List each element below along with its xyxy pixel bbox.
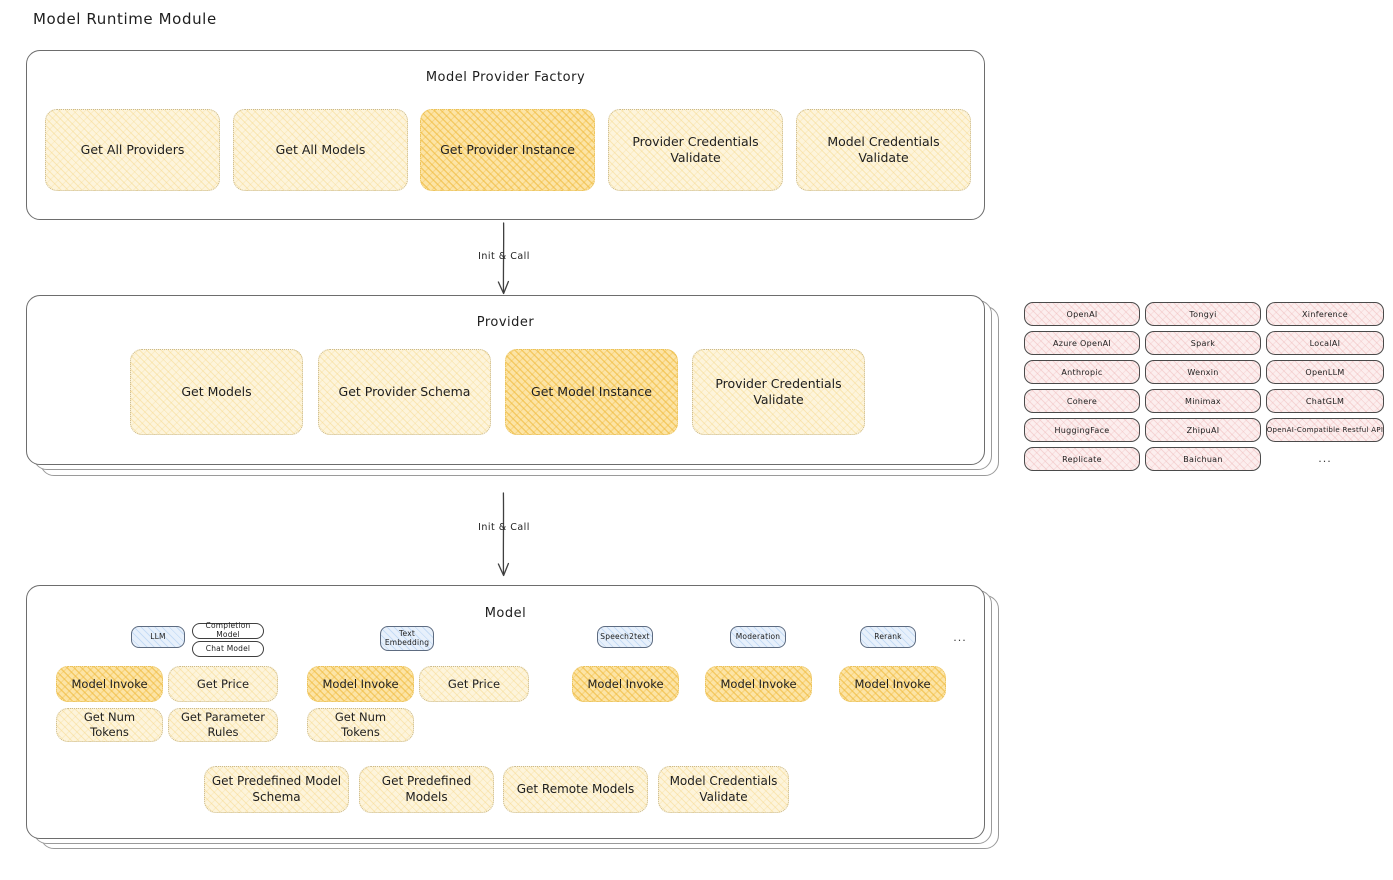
model-method-llm-get-price[interactable]: Get Price bbox=[168, 666, 278, 702]
model-card: Model LLM Completion Model Chat Model Mo… bbox=[26, 585, 985, 839]
arrow-1-label: Init & Call bbox=[478, 251, 530, 262]
factory-item-model-credentials-validate[interactable]: Model Credentials Validate bbox=[796, 109, 971, 191]
provider-chip-huggingface[interactable]: HuggingFace bbox=[1024, 418, 1140, 442]
provider-list-more-ellipsis: ... bbox=[1318, 452, 1332, 465]
arrow-provider-to-model: Init & Call bbox=[470, 492, 540, 584]
provider-chip-anthropic[interactable]: Anthropic bbox=[1024, 360, 1140, 384]
model-method-llm-get-parameter-rules[interactable]: Get Parameter Rules bbox=[168, 708, 278, 742]
provider-chip-wenxin[interactable]: Wenxin bbox=[1145, 360, 1261, 384]
provider-chip-localai[interactable]: LocalAI bbox=[1266, 331, 1384, 355]
model-common-get-predefined-models[interactable]: Get Predefined Models bbox=[359, 766, 494, 813]
provider-title: Provider bbox=[476, 315, 535, 330]
provider-card: Provider Get Models Get Provider Schema … bbox=[26, 295, 985, 465]
arrow-factory-to-provider: Init & Call bbox=[470, 222, 540, 302]
arrow-2-icon bbox=[497, 492, 510, 577]
provider-chip-replicate[interactable]: Replicate bbox=[1024, 447, 1140, 471]
provider-chip-chatglm[interactable]: ChatGLM bbox=[1266, 389, 1384, 413]
model-subtype-chip-completion-model[interactable]: Completion Model bbox=[192, 621, 264, 639]
provider-chip-azure-openai[interactable]: Azure OpenAI bbox=[1024, 331, 1140, 355]
model-common-get-remote-models[interactable]: Get Remote Models bbox=[503, 766, 648, 813]
factory-item-get-all-providers[interactable]: Get All Providers bbox=[45, 109, 220, 191]
provider-chip-openai-compatible-restful-api[interactable]: OpenAI-Compatible Restful API bbox=[1266, 418, 1384, 442]
provider-chip-cohere[interactable]: Cohere bbox=[1024, 389, 1140, 413]
model-method-text-embedding-model-invoke[interactable]: Model Invoke bbox=[307, 666, 414, 702]
model-type-chip-speech2text[interactable]: Speech2text bbox=[597, 626, 653, 648]
provider-chip-spark[interactable]: Spark bbox=[1145, 331, 1261, 355]
provider-chip-xinference[interactable]: Xinference bbox=[1266, 302, 1384, 326]
factory-title: Model Provider Factory bbox=[425, 70, 586, 85]
model-type-chip-llm[interactable]: LLM bbox=[131, 626, 185, 648]
model-type-chip-rerank[interactable]: Rerank bbox=[860, 626, 916, 648]
provider-item-get-models[interactable]: Get Models bbox=[130, 349, 303, 435]
model-provider-factory-card: Model Provider Factory Get All Providers… bbox=[26, 50, 985, 220]
provider-item-get-model-instance[interactable]: Get Model Instance bbox=[505, 349, 678, 435]
arrow-1-icon bbox=[497, 222, 510, 295]
model-type-chip-moderation[interactable]: Moderation bbox=[730, 626, 786, 648]
model-method-rerank-model-invoke[interactable]: Model Invoke bbox=[839, 666, 946, 702]
provider-chip-zhipuai[interactable]: ZhipuAI bbox=[1145, 418, 1261, 442]
model-type-chip-text-embedding[interactable]: Text Embedding bbox=[380, 626, 434, 651]
provider-list: OpenAI Azure OpenAI Anthropic Cohere Hug… bbox=[1024, 300, 1384, 480]
provider-chip-minimax[interactable]: Minimax bbox=[1145, 389, 1261, 413]
model-common-get-predefined-model-schema[interactable]: Get Predefined Model Schema bbox=[204, 766, 349, 813]
provider-chip-tongyi[interactable]: Tongyi bbox=[1145, 302, 1261, 326]
factory-item-provider-credentials-validate[interactable]: Provider Credentials Validate bbox=[608, 109, 783, 191]
factory-item-get-all-models[interactable]: Get All Models bbox=[233, 109, 408, 191]
page-title: Model Runtime Module bbox=[33, 10, 217, 28]
factory-item-get-provider-instance[interactable]: Get Provider Instance bbox=[420, 109, 595, 191]
provider-item-provider-credentials-validate[interactable]: Provider Credentials Validate bbox=[692, 349, 865, 435]
provider-chip-openllm[interactable]: OpenLLM bbox=[1266, 360, 1384, 384]
model-title: Model bbox=[484, 606, 527, 621]
model-method-text-embedding-get-price[interactable]: Get Price bbox=[419, 666, 529, 702]
provider-chip-openai[interactable]: OpenAI bbox=[1024, 302, 1140, 326]
model-method-llm-get-num-tokens[interactable]: Get Num Tokens bbox=[56, 708, 163, 742]
model-method-llm-model-invoke[interactable]: Model Invoke bbox=[56, 666, 163, 702]
provider-chip-baichuan[interactable]: Baichuan bbox=[1145, 447, 1261, 471]
model-common-model-credentials-validate[interactable]: Model Credentials Validate bbox=[658, 766, 789, 813]
provider-item-get-provider-schema[interactable]: Get Provider Schema bbox=[318, 349, 491, 435]
model-method-text-embedding-get-num-tokens[interactable]: Get Num Tokens bbox=[307, 708, 414, 742]
model-method-speech2text-model-invoke[interactable]: Model Invoke bbox=[572, 666, 679, 702]
arrow-2-label: Init & Call bbox=[478, 522, 530, 533]
model-method-moderation-model-invoke[interactable]: Model Invoke bbox=[705, 666, 812, 702]
model-types-more-ellipsis: ... bbox=[953, 631, 967, 644]
model-subtype-chip-chat-model[interactable]: Chat Model bbox=[192, 641, 264, 657]
